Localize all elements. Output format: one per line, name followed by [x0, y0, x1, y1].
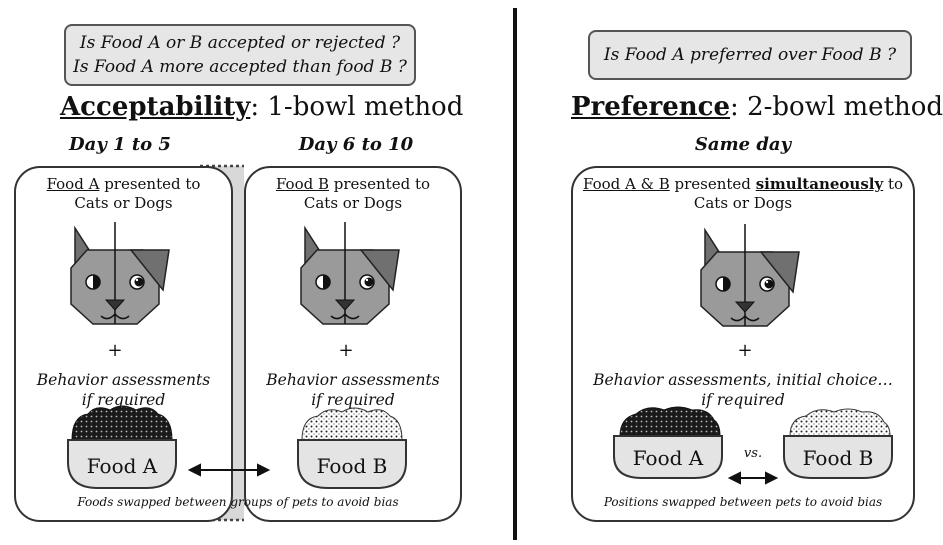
- plus-sign: +: [338, 340, 354, 361]
- bowl-label: Food B: [802, 446, 874, 470]
- preference-question-box: Is Food A preferred over Food B ?: [588, 30, 912, 80]
- panel-text-line2: Cats or Dogs: [693, 194, 793, 212]
- heading-rest: : 1-bowl method: [250, 92, 464, 122]
- food-bowl-icon: [67, 405, 177, 489]
- faces-and-bowls: [67, 221, 893, 489]
- footnote: Positions swapped between pets to avoid …: [603, 495, 883, 509]
- panel-text-end: to: [883, 175, 904, 193]
- behavior-text: Behavior assessments if required: [14, 370, 233, 410]
- bowl-label: Food A: [86, 454, 158, 478]
- vs-label: vs.: [743, 446, 763, 461]
- panel-text: Food B presented to Cats or Dogs: [244, 175, 462, 213]
- footnote: Foods swapped between groups of pets to …: [77, 495, 399, 509]
- panel-text-rest: presented to: [329, 175, 431, 193]
- behavior-line: if required: [311, 391, 395, 409]
- panel-text-line2: Cats or Dogs: [303, 194, 403, 212]
- food-underlined: Food B: [275, 175, 330, 193]
- plus-sign: +: [737, 340, 753, 361]
- behavior-line: Behavior assessments: [266, 371, 440, 389]
- behavior-line: if required: [81, 391, 166, 409]
- bowl-label: Food A: [632, 446, 704, 470]
- day-label: Day 6 to 10: [298, 134, 414, 155]
- behavior-line: if required: [701, 391, 785, 409]
- day-label: Same day: [694, 134, 792, 155]
- panel-text-line2: Cats or Dogs: [74, 194, 173, 212]
- panel-text-bold: simultaneously: [755, 175, 884, 193]
- pet-face-icon: [70, 221, 170, 325]
- day-label: Day 1 to 5: [69, 134, 171, 155]
- heading-bold: Preference: [571, 92, 731, 122]
- panel-text: Food A & B presented simultaneously to C…: [571, 175, 915, 213]
- food-underlined: Food A: [46, 175, 100, 193]
- double-arrow-icon: [727, 471, 779, 485]
- panel-text-mid: presented: [669, 175, 756, 193]
- food-bowl-icon: [613, 406, 723, 479]
- question-line: Is Food A or B accepted or rejected ?: [79, 33, 401, 53]
- acceptability-question-box: Is Food A or B accepted or rejected ? Is…: [64, 24, 416, 86]
- panel-text-rest: presented to: [99, 175, 201, 193]
- pet-face-icon: [300, 221, 400, 325]
- behavior-line: Behavior assessments: [36, 371, 211, 389]
- acceptability-heading: Acceptability: 1-bowl method: [60, 92, 463, 122]
- pet-face-icon: [700, 223, 800, 327]
- behavior-text: Behavior assessments if required: [244, 370, 462, 410]
- heading-rest: : 2-bowl method: [730, 92, 943, 122]
- plus-sign: +: [107, 340, 123, 361]
- bowl-label: Food B: [316, 454, 388, 478]
- question-line: Is Food A more accepted than food B ?: [73, 57, 407, 77]
- behavior-line: Behavior assessments, initial choice…: [593, 371, 893, 389]
- heading-bold: Acceptability: [60, 92, 251, 122]
- panel-text: Food A presented to Cats or Dogs: [14, 175, 233, 213]
- food-underlined: Food A & B: [582, 175, 670, 193]
- food-bowl-icon: [297, 407, 407, 489]
- behavior-text: Behavior assessments, initial choice… if…: [571, 370, 915, 410]
- question-line: Is Food A preferred over Food B ?: [603, 45, 897, 65]
- preference-heading: Preference: 2-bowl method: [571, 92, 943, 122]
- food-bowl-icon: [783, 408, 893, 479]
- double-arrow-icon: [187, 463, 271, 477]
